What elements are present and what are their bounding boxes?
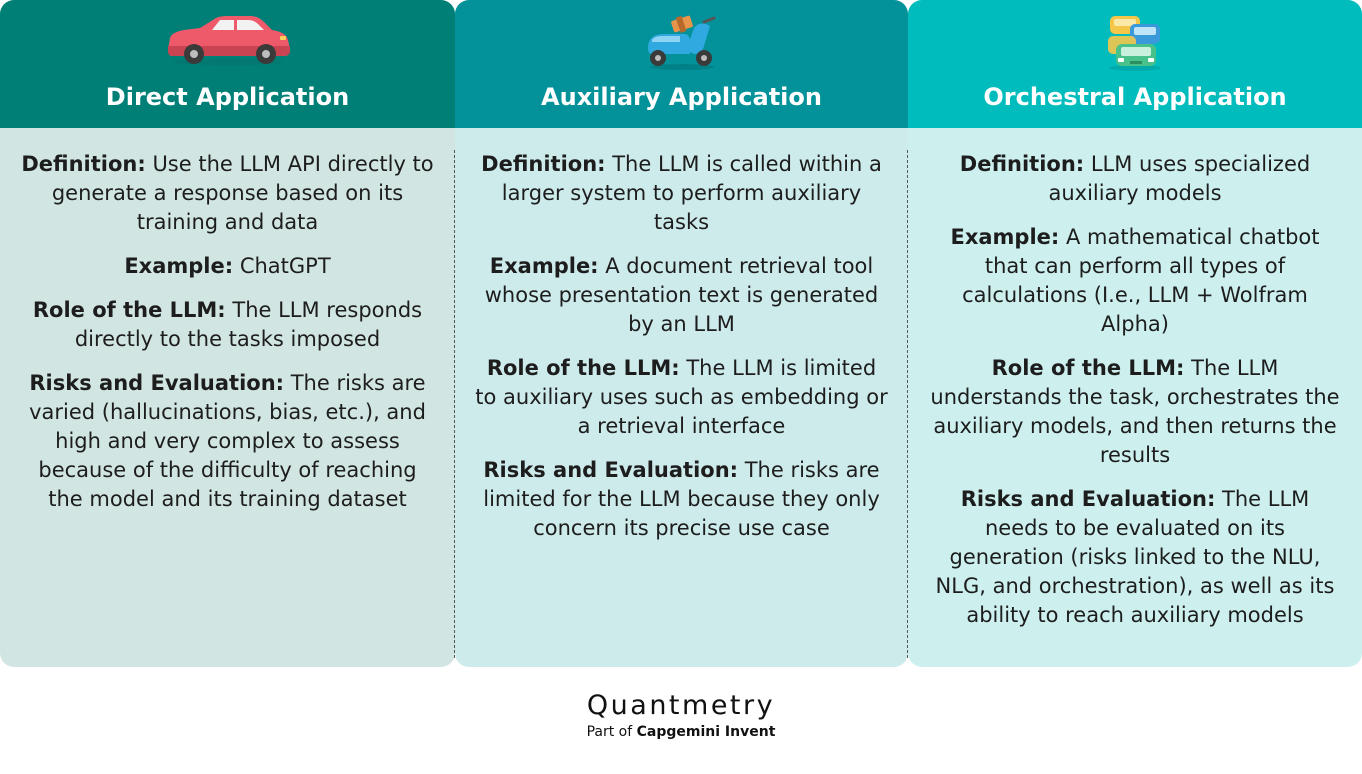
column-title: Auxiliary Application: [541, 83, 822, 111]
entry-list: Definition: LLM uses specialized auxilia…: [928, 150, 1342, 645]
card-body: [908, 128, 1362, 667]
logo-wordmark: Quantmetry: [586, 690, 776, 721]
column-title: Orchestral Application: [983, 83, 1287, 111]
auxiliary-application-card: Auxiliary Application Definition: The LL…: [455, 0, 908, 667]
direct-application-card: Direct Application Definition: Use the L…: [0, 0, 455, 667]
role-entry: Role of the LLM: The LLM responds direct…: [32, 298, 429, 351]
column-divider: [907, 150, 908, 658]
entry-list: Definition: Use the LLM API directly to …: [20, 150, 435, 529]
example-entry: Example: A document retrieval tool whose…: [484, 254, 885, 336]
quantmetry-logo: Quantmetry Part of Capgemini Invent: [0, 690, 1362, 742]
column-divider: [454, 150, 455, 658]
card-body: [0, 128, 455, 667]
role-entry: Role of the LLM: The LLM is limited to a…: [475, 356, 895, 438]
definition-entry: Definition: The LLM is called within a l…: [481, 152, 889, 234]
traffic-cars-icon: [1104, 12, 1166, 76]
orchestral-application-card: Orchestral Application Definition: LLM u…: [908, 0, 1362, 667]
example-entry: Example: ChatGPT: [124, 254, 331, 278]
risks-entry: Risks and Evaluation: The risks are limi…: [483, 458, 887, 540]
entry-list: Definition: The LLM is called within a l…: [475, 150, 888, 558]
sidecar-motorcycle-icon: [644, 12, 720, 76]
risks-entry: Risks and Evaluation: The risks are vari…: [29, 371, 433, 511]
role-entry: Role of the LLM: The LLM understands the…: [930, 356, 1347, 467]
risks-entry: Risks and Evaluation: The LLM needs to b…: [935, 487, 1342, 627]
card-body: [455, 128, 908, 667]
definition-entry: Definition: Use the LLM API directly to …: [21, 152, 441, 234]
definition-entry: Definition: LLM uses specialized auxilia…: [959, 152, 1317, 205]
column-title: Direct Application: [105, 83, 350, 111]
logo-tagline: Part of Capgemini Invent: [586, 724, 776, 740]
example-entry: Example: A mathematical chatbot that can…: [950, 225, 1327, 336]
car-icon: [162, 12, 294, 72]
